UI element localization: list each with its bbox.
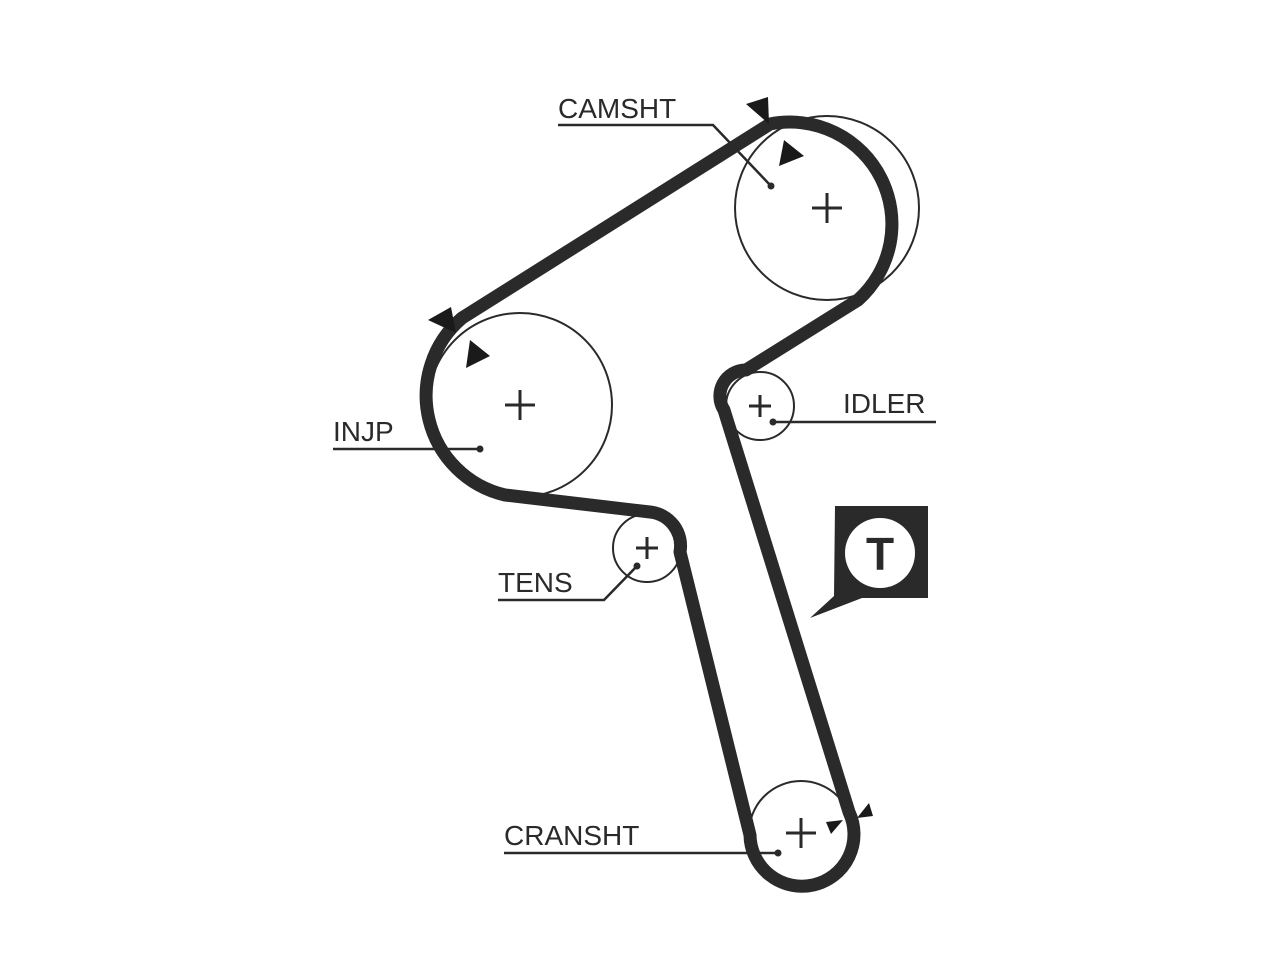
injection-pump-label: INJP: [333, 416, 394, 447]
tensioner-badge-icon: T: [810, 506, 928, 618]
crankshaft-leader-dot: [774, 849, 782, 857]
badge-letter: T: [866, 528, 894, 580]
tensioner-leader-dot: [633, 562, 641, 570]
crankshaft-outer-mark-icon: [857, 803, 873, 818]
tensioner-label: TENS: [498, 567, 573, 598]
idler-label: IDLER: [843, 388, 925, 419]
timing-belt: [419, 115, 899, 893]
camshaft-leader: [558, 123, 772, 187]
timing-marks: [428, 97, 873, 834]
tensioner-center-icon: [636, 537, 658, 559]
camshaft-pulley: [734, 115, 920, 301]
injection-pump-inner-mark-icon: [466, 340, 490, 368]
injection-pump-center-icon: [505, 390, 535, 420]
labels: CAMSHT INJP IDLER TENS CRANSHT: [333, 93, 925, 851]
crankshaft-label: CRANSHT: [504, 820, 639, 851]
camshaft-leader-dot: [767, 182, 775, 190]
injection-pump-outer-mark-icon: [428, 307, 456, 333]
pulley-centers: [505, 193, 842, 848]
camshaft-outer-mark-icon: [746, 97, 769, 124]
injection-pump-leader-dot: [476, 445, 484, 453]
crankshaft-inner-mark-icon: [826, 820, 843, 834]
camshaft-inner-mark-icon: [779, 140, 804, 166]
crankshaft-center-icon: [786, 818, 816, 848]
idler-leader-dot: [769, 418, 777, 426]
camshaft-center-icon: [812, 193, 842, 223]
leaders: [333, 123, 936, 857]
camshaft-label: CAMSHT: [558, 93, 676, 124]
tensioner-leader: [498, 565, 638, 602]
idler-center-icon: [749, 395, 771, 417]
